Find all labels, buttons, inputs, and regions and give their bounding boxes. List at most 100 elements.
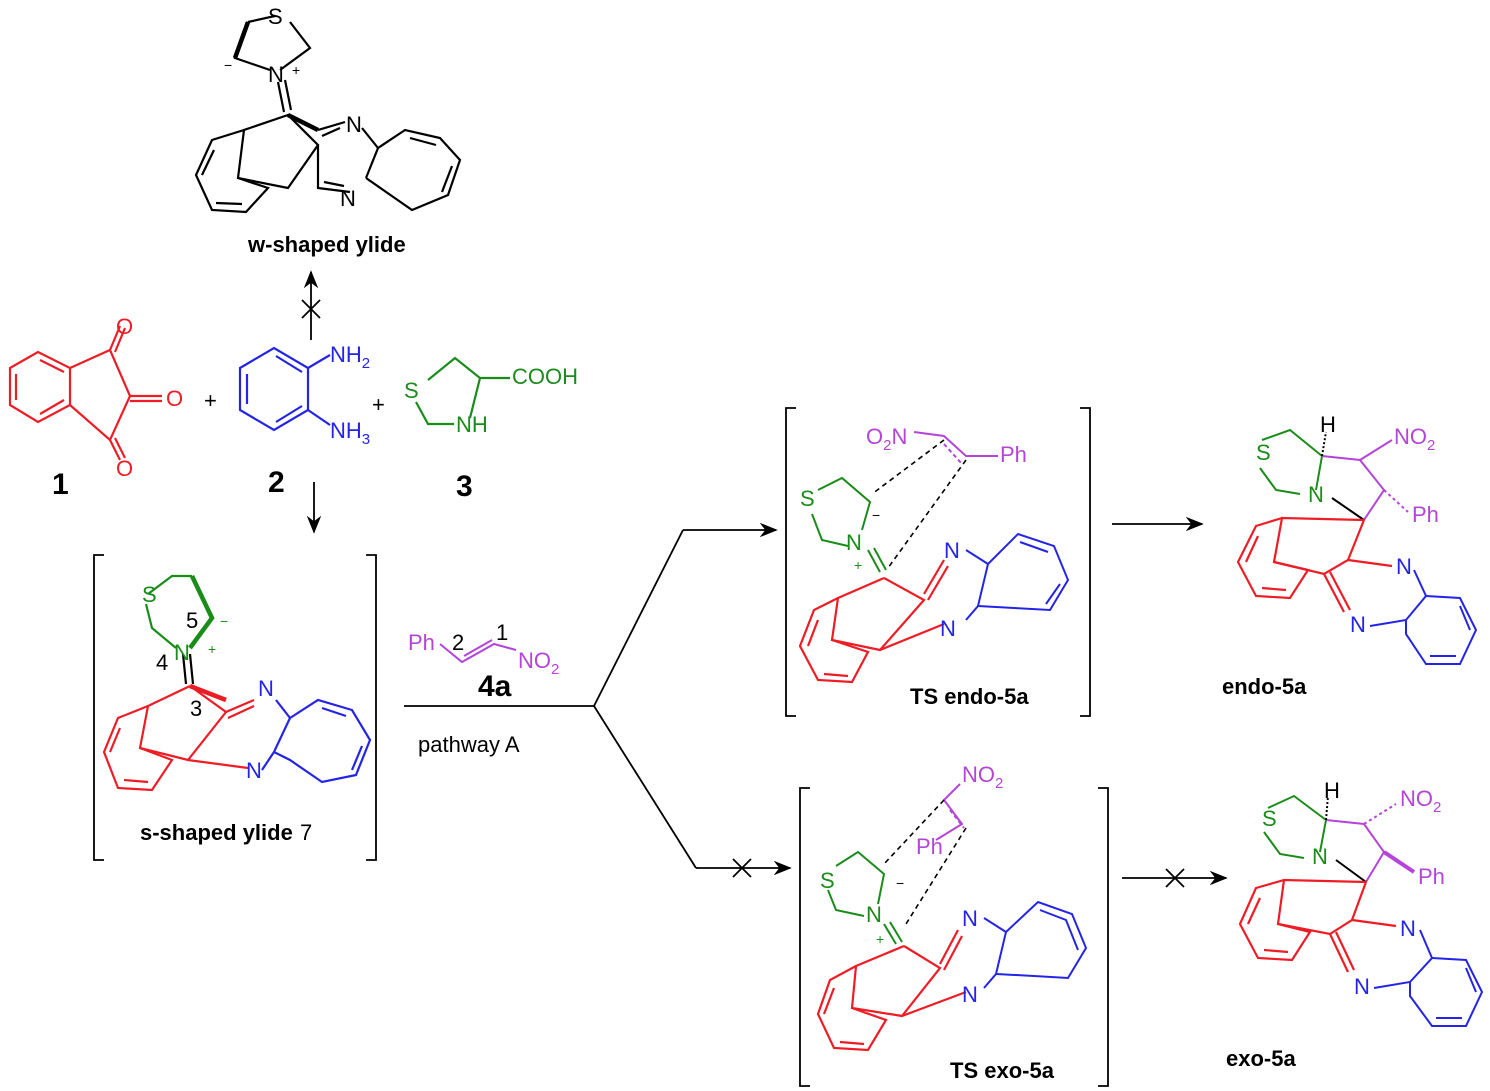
exo-5a-red — [1238, 878, 1397, 973]
endo-5a-green — [1259, 428, 1324, 495]
ylide-7-number: 7 — [300, 820, 312, 845]
endo-Ph: Ph — [1412, 502, 1439, 527]
y7-plus: + — [208, 641, 216, 657]
ts-exo-purple — [935, 783, 965, 841]
exo-5a-purple — [1325, 803, 1416, 883]
4a-pos1: 1 — [496, 620, 508, 645]
ts-exo-green — [827, 850, 903, 945]
tse-plus: + — [854, 557, 862, 573]
ts-endo-purple — [913, 431, 998, 465]
exo-N2: N — [1354, 974, 1370, 999]
c1-O-right: O — [166, 386, 183, 411]
ts-endo-brackets — [785, 407, 1091, 717]
endo-N1: N — [1396, 554, 1412, 579]
tsx-N: N — [866, 902, 882, 927]
ylide-7-label: s-shaped ylide — [140, 820, 293, 845]
4a-number: 4a — [478, 670, 512, 703]
tsx-Ph: Ph — [916, 834, 943, 859]
ylide-7-red — [102, 683, 255, 792]
endo-5a-blue — [1369, 569, 1478, 665]
exo-NO2: NO2 — [1400, 786, 1441, 816]
y7-S: S — [142, 582, 157, 607]
4a-Ph: Ph — [408, 630, 435, 655]
c3-COOH: COOH — [512, 364, 578, 389]
plus-sign-1: + — [204, 388, 217, 413]
w-atom-S: S — [268, 4, 283, 29]
ylide-7-atoms: S N + − 5 4 3 N N s-shaped ylide 7 — [140, 582, 312, 845]
exo-H: H — [1324, 778, 1340, 803]
compound-2 — [238, 346, 331, 432]
tse-N1: N — [944, 538, 960, 563]
y7-minus: − — [220, 613, 228, 629]
w-ylide-label: w-shaped ylide — [247, 232, 406, 257]
y7-pos5: 5 — [186, 608, 198, 633]
y7-pos4: 4 — [156, 650, 168, 675]
endo-5a-atoms: H NO2 S N Ph N N endo-5a — [1222, 412, 1439, 699]
branch-lines — [404, 516, 1228, 888]
ylide-7-blue — [261, 698, 372, 784]
tse-minus: − — [872, 507, 880, 523]
c2-NH2-top: NH2 — [330, 342, 370, 372]
w-plus: + — [292, 62, 300, 78]
exo-5a-green — [1263, 794, 1328, 859]
tsx-NO2: NO2 — [962, 762, 1003, 792]
endo-NO2: NO2 — [1394, 424, 1435, 454]
exo-5a-atoms: H NO2 S N Ph N N exo-5a — [1226, 778, 1445, 1071]
ts-exo-label: TS exo-5a — [950, 1058, 1055, 1083]
reagent-4a: Ph 2 1 NO2 4a pathway A — [408, 620, 559, 757]
y7-N: N — [174, 640, 190, 665]
endo-S: S — [1256, 440, 1271, 465]
compound-1-atoms: O O O — [116, 314, 183, 481]
ylide-7-brackets — [93, 554, 377, 861]
tse-N: N — [846, 530, 862, 555]
4a-pos2: 2 — [452, 630, 464, 655]
ts-endo-blue — [965, 532, 1070, 621]
compound-3 — [415, 356, 510, 426]
tsx-minus: − — [896, 875, 904, 891]
ylide-7-green — [144, 574, 215, 650]
c1-O-bottom: O — [116, 456, 133, 481]
ts-exo-atoms: NO2 Ph S N + − N N TS exo-5a — [820, 762, 1055, 1083]
endo-5a-purple — [1321, 439, 1409, 521]
tsx-plus: + — [876, 931, 884, 947]
tse-O2N: O2N — [866, 424, 907, 454]
ts-exo-dashed — [883, 799, 967, 925]
w-atom-N2: N — [340, 186, 356, 211]
y7-N2: N — [246, 758, 262, 783]
ts-exo-blue — [983, 900, 1088, 989]
tsx-N2: N — [962, 982, 978, 1007]
4a-NO2: NO2 — [518, 648, 559, 678]
c1-O-top: O — [116, 314, 133, 339]
compound-2-number: 2 — [268, 466, 285, 499]
tse-N2: N — [940, 616, 956, 641]
ts-endo-label: TS endo-5a — [910, 684, 1029, 709]
y7-N1: N — [258, 676, 274, 701]
exo-Ph: Ph — [1418, 864, 1445, 889]
exo-5a-label: exo-5a — [1226, 1046, 1296, 1071]
exo-N: N — [1312, 844, 1328, 869]
w-ylide-atoms: S N + − N N w-shaped ylide — [224, 4, 406, 257]
exo-5a-hatch — [1325, 795, 1367, 883]
blocked-arrow-up — [301, 270, 321, 340]
ts-endo-green — [811, 476, 887, 573]
w-minus: − — [224, 57, 232, 73]
endo-N2: N — [1350, 612, 1366, 637]
w-atom-N1: N — [346, 112, 362, 137]
exo-N1: N — [1400, 916, 1416, 941]
tsx-S: S — [820, 868, 835, 893]
endo-H: H — [1320, 412, 1336, 437]
compound-1-number: 1 — [52, 468, 69, 501]
pathway-label: pathway A — [418, 732, 520, 757]
ylide-7-cn — [181, 653, 195, 685]
w-shaped-ylide — [194, 14, 462, 214]
endo-5a-hatch — [1321, 431, 1365, 521]
tse-S: S — [800, 486, 815, 511]
ts-exo-brackets — [799, 787, 1109, 1087]
ts-exo-red — [816, 929, 967, 1052]
compound-2-atoms: NH2 NH3 — [330, 342, 370, 448]
w-atom-N: N — [268, 62, 284, 87]
c2-NH3-bottom: NH3 — [330, 418, 370, 448]
c3-S: S — [404, 378, 419, 403]
